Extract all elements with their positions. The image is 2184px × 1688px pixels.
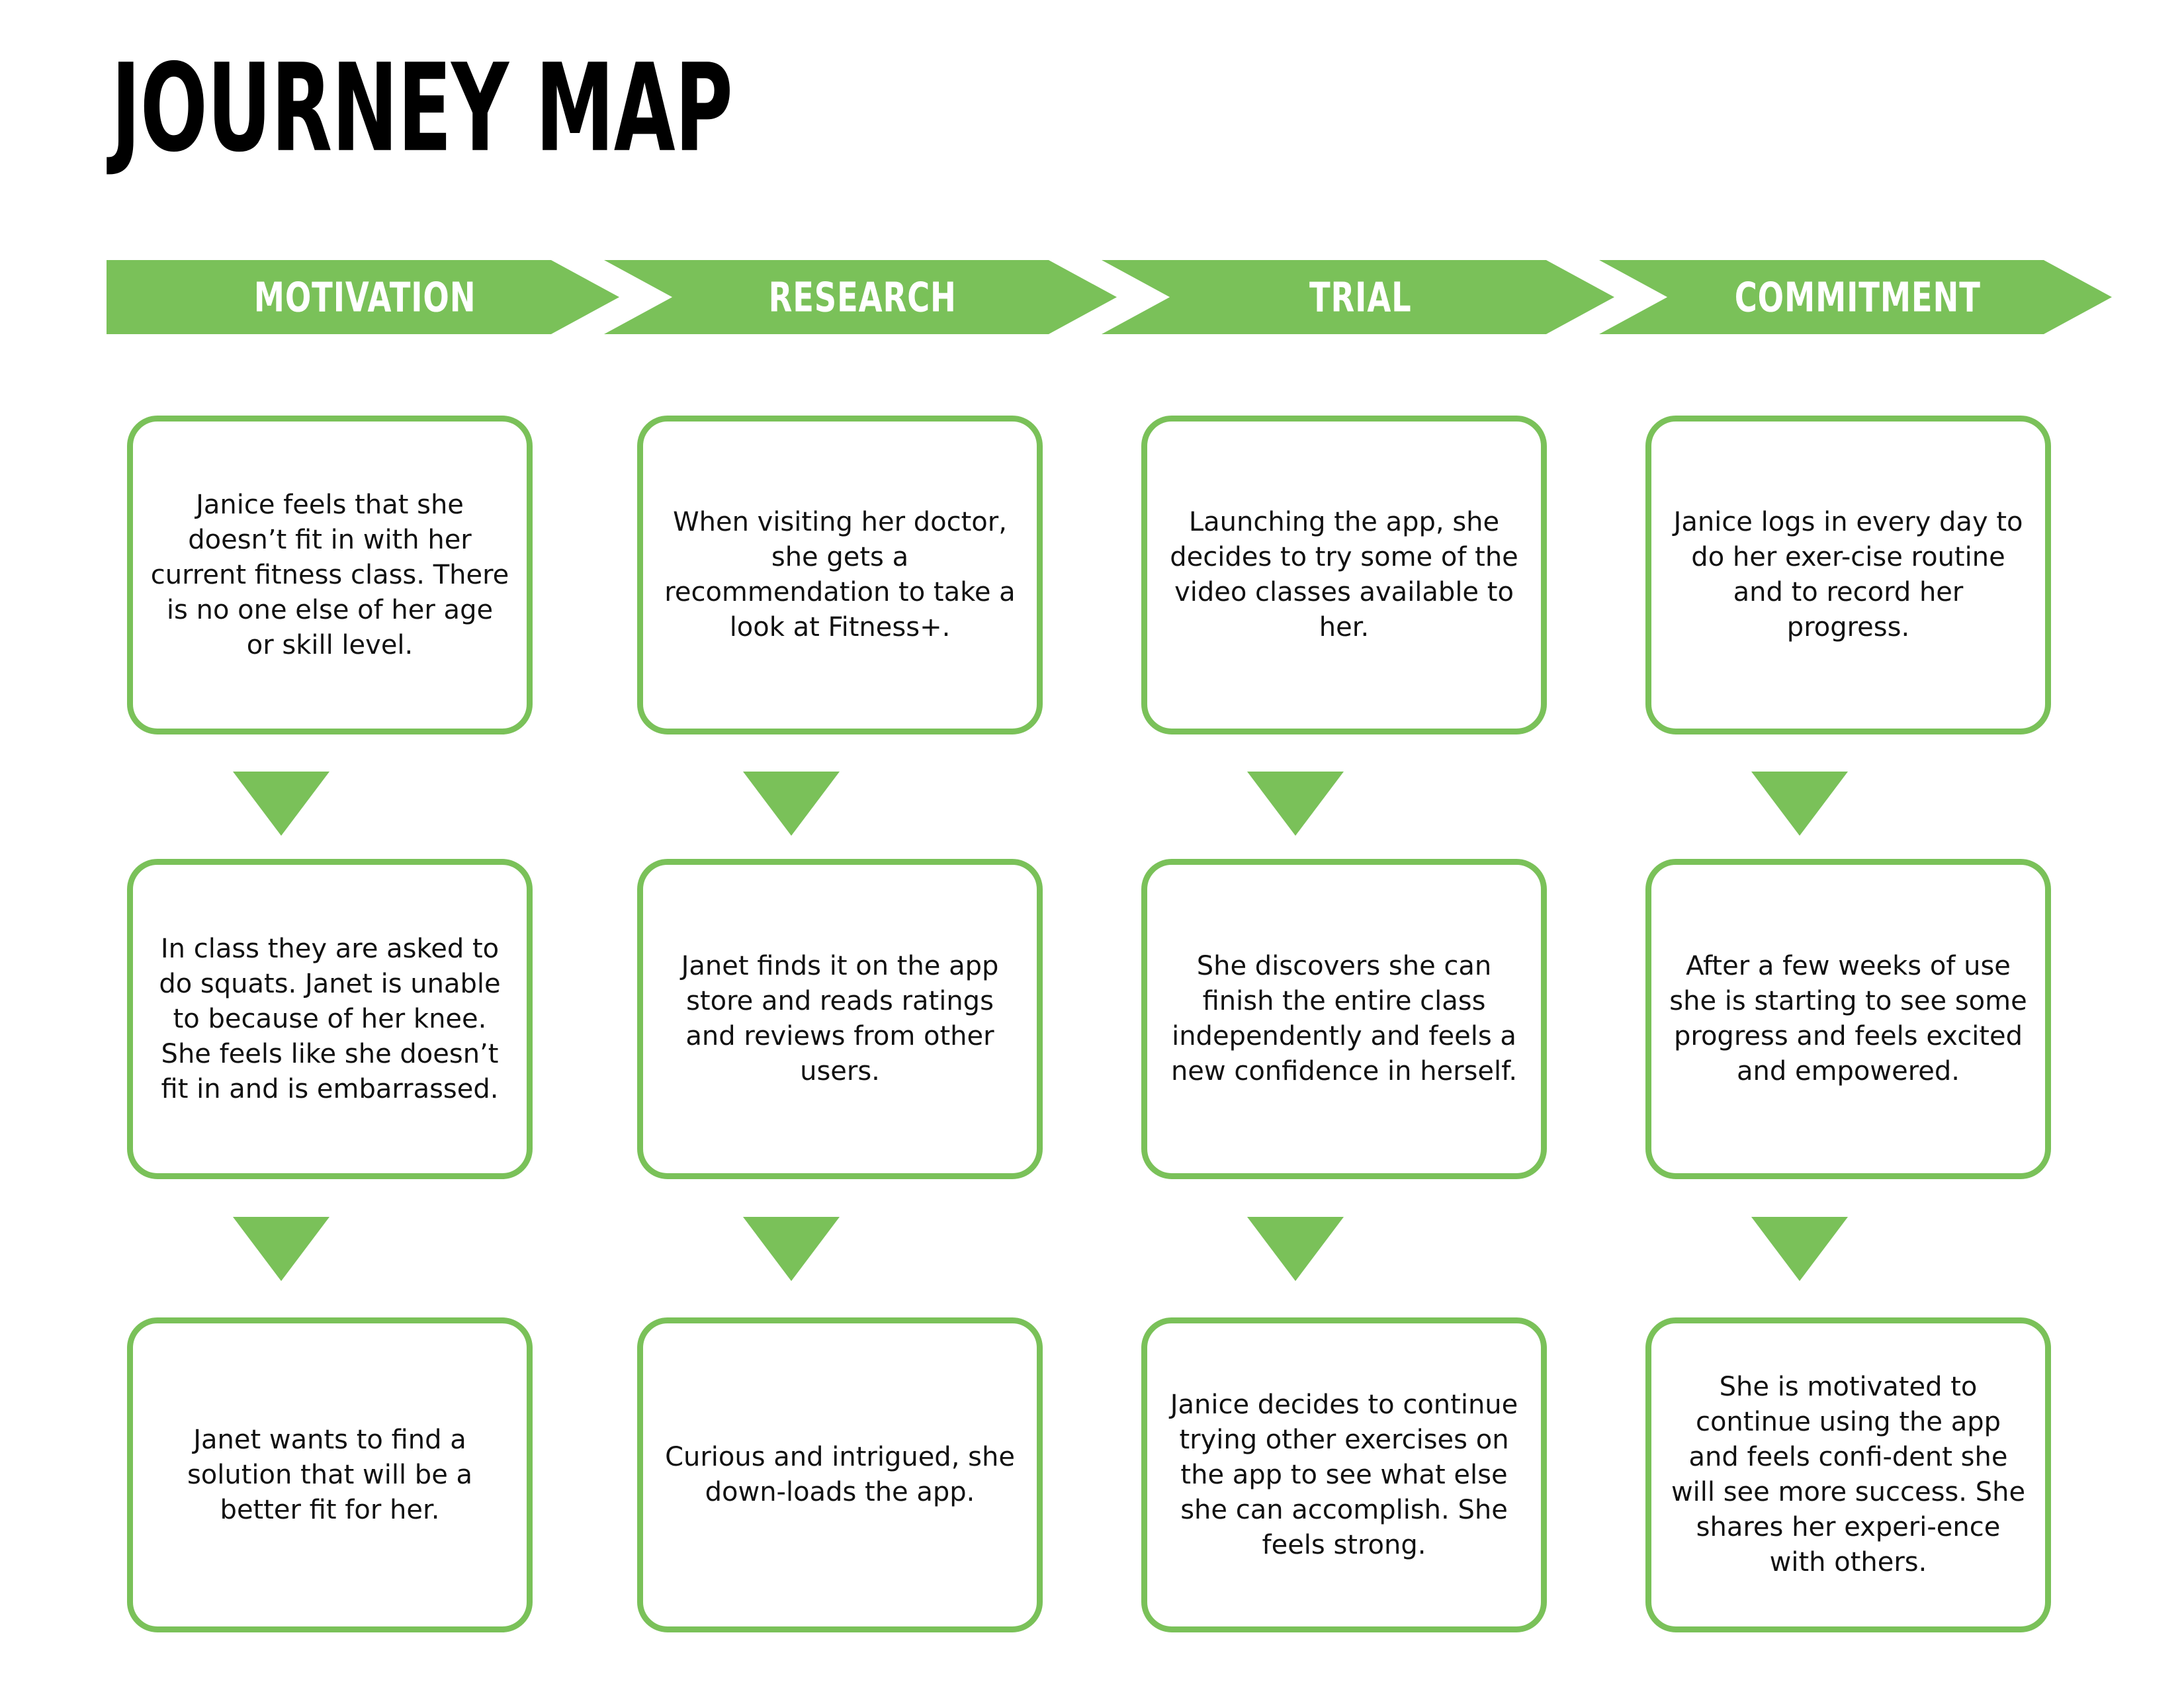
stage-banner-research[interactable]: RESEARCH	[604, 260, 1117, 334]
stage-banner-label: TRIAL	[1309, 273, 1412, 321]
journey-step-box: Janice logs in every day to do her exer-…	[1645, 416, 2051, 734]
journey-step-box: When visiting her doctor, she gets a rec…	[637, 416, 1043, 734]
stage-banner-label: MOTIVATION	[254, 273, 476, 321]
journey-step-text: Janet finds it on the app store and read…	[681, 951, 999, 1087]
journey-step-box: After a few weeks of use she is starting…	[1645, 859, 2051, 1179]
journey-step-text: Janet wants to find a solution that will…	[187, 1424, 473, 1525]
stage-banner-trial[interactable]: TRIAL	[1102, 260, 1614, 334]
journey-step-box: Curious and intrigued, she down-loads th…	[637, 1317, 1043, 1632]
journey-step-box: Launching the app, she decides to try so…	[1141, 416, 1547, 734]
triangle-down-icon	[233, 1217, 329, 1281]
journey-step-text: Janice feels that she doesn’t fit in wit…	[150, 489, 509, 660]
stage-banner-motivation[interactable]: MOTIVATION	[107, 260, 619, 334]
journey-step-box: She discovers she can finish the entire …	[1141, 859, 1547, 1179]
stage-banner-commitment[interactable]: COMMITMENT	[1599, 260, 2112, 334]
journey-step-text: When visiting her doctor, she gets a rec…	[664, 507, 1016, 643]
triangle-down-icon	[1751, 772, 1848, 836]
journey-step-text: After a few weeks of use she is starting…	[1669, 951, 2027, 1087]
journey-step-box: Janice feels that she doesn’t fit in wit…	[127, 416, 533, 734]
journey-step-box: Janet wants to find a solution that will…	[127, 1317, 533, 1632]
triangle-down-icon	[1247, 1217, 1344, 1281]
journey-step-text: In class they are asked to do squats. Ja…	[159, 933, 501, 1104]
stage-banner-row: MOTIVATION RESEARCH TRIAL COMMITMENT	[0, 260, 2184, 334]
journey-step-box: In class they are asked to do squats. Ja…	[127, 859, 533, 1179]
journey-step-text: Curious and intrigued, she down-loads th…	[665, 1442, 1015, 1507]
stage-banner-label: RESEARCH	[768, 273, 957, 321]
triangle-down-icon	[1247, 772, 1344, 836]
journey-step-box: Janet finds it on the app store and read…	[637, 859, 1043, 1179]
journey-step-box: Janice decides to continue trying other …	[1141, 1317, 1547, 1632]
journey-step-text: She is motivated to continue using the a…	[1671, 1372, 2026, 1577]
triangle-down-icon	[743, 772, 840, 836]
triangle-down-icon	[1751, 1217, 1848, 1281]
journey-step-text: Launching the app, she decides to try so…	[1170, 507, 1518, 643]
journey-step-box: She is motivated to continue using the a…	[1645, 1317, 2051, 1632]
journey-step-text: Janice logs in every day to do her exer-…	[1673, 507, 2023, 643]
page-title: JOURNEY MAP	[111, 38, 733, 179]
journey-step-text: Janice decides to continue trying other …	[1170, 1389, 1518, 1560]
stage-banner-label: COMMITMENT	[1734, 273, 1981, 321]
triangle-down-icon	[233, 772, 329, 836]
journey-step-text: She discovers she can finish the entire …	[1170, 951, 1518, 1087]
triangle-down-icon	[743, 1217, 840, 1281]
